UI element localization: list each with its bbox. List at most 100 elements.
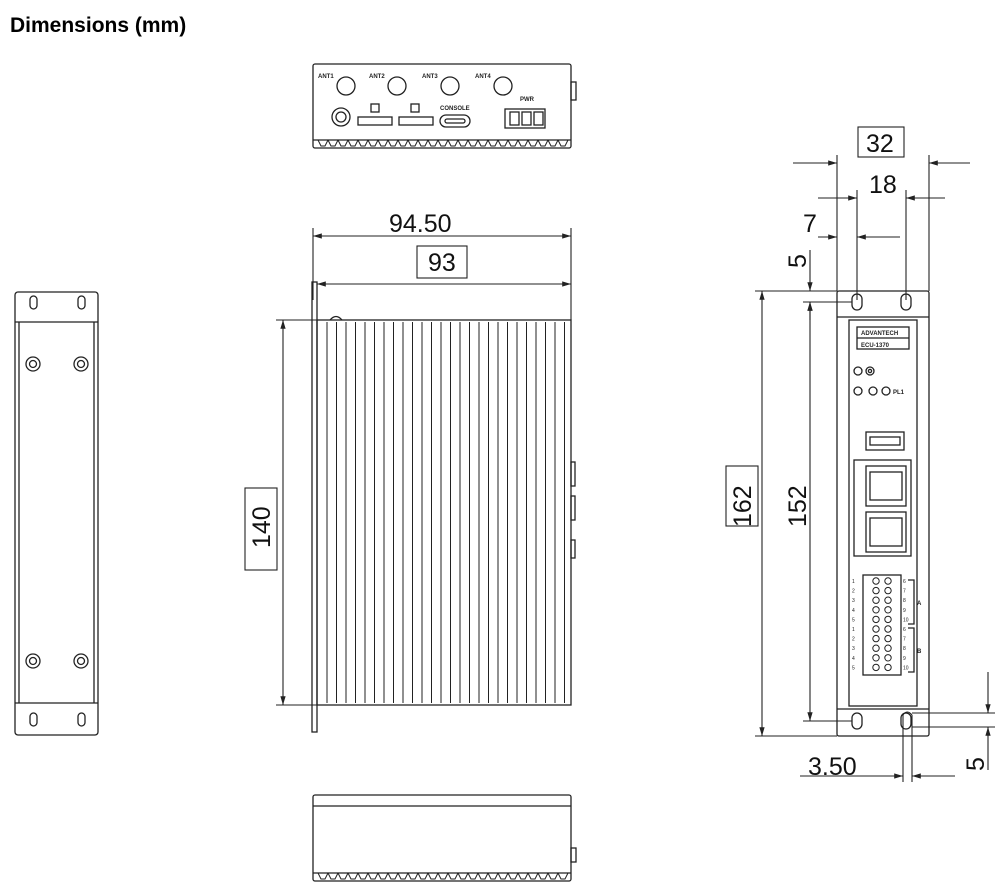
- terminal-pin: [872, 577, 880, 585]
- notch: [417, 139, 429, 147]
- antenna-label: ANT2: [369, 74, 385, 80]
- notch: [327, 139, 339, 147]
- notch: [557, 139, 569, 147]
- notch: [317, 872, 329, 880]
- dimension-labels: 94.50 93 140 162 152 5 32 18 7 3.50 5: [248, 130, 990, 781]
- dim-width-outer: 94.50: [389, 210, 452, 238]
- notch: [467, 872, 479, 880]
- notch: [397, 139, 409, 147]
- notch: [507, 139, 519, 147]
- dim-bracket-thickness: 3.50: [808, 753, 857, 781]
- terminal-label: 10: [903, 665, 909, 671]
- terminal-pin: [872, 634, 880, 643]
- notch: [377, 872, 389, 880]
- terminal-pin: [884, 654, 892, 662]
- antenna-label: ANT1: [318, 74, 334, 80]
- terminal-label: 5: [852, 617, 855, 623]
- notch: [527, 139, 539, 147]
- notch: [457, 139, 469, 147]
- dimension-lines: [276, 155, 995, 782]
- terminal-pin: [872, 615, 880, 624]
- terminal-pin: [884, 663, 892, 672]
- terminal-pin: [872, 654, 880, 662]
- notch: [497, 139, 509, 147]
- terminal-pin: [872, 606, 880, 614]
- notch: [407, 139, 419, 147]
- terminal-label: 4: [852, 656, 855, 662]
- dim-hole-spacing: 18: [869, 171, 897, 199]
- dim-hole-offset: 7: [803, 210, 817, 238]
- notch: [447, 139, 459, 147]
- notch: [437, 139, 449, 147]
- terminal-pin: [884, 596, 892, 604]
- terminal-pin: [884, 577, 892, 585]
- dim-hole-pitch: 152: [784, 485, 812, 527]
- notch: [517, 139, 529, 147]
- notch: [337, 139, 349, 147]
- notch: [317, 139, 329, 147]
- notch: [547, 872, 559, 880]
- notch: [467, 139, 479, 147]
- terminal-pin: [872, 586, 880, 595]
- dimension-boxes: [244, 126, 905, 571]
- terminal-pin: [884, 625, 892, 633]
- terminal-pin: [884, 644, 892, 652]
- fin-notches: [317, 139, 569, 147]
- front-panel-view: [312, 63, 577, 149]
- notch: [427, 872, 439, 880]
- terminal-label: 10: [903, 617, 909, 623]
- dim-top-margin: 5: [784, 254, 812, 268]
- dim-bottom-margin: 5: [962, 757, 990, 771]
- terminal-pin: [872, 644, 880, 652]
- notch: [367, 872, 379, 880]
- notch: [367, 139, 379, 147]
- terminal-label: 3: [852, 598, 855, 604]
- antenna-label: ANT3: [422, 74, 438, 80]
- dim-height-total: 162: [729, 485, 757, 527]
- terminal-pins: [872, 577, 892, 672]
- notch: [407, 872, 419, 880]
- fin-notches: [317, 872, 569, 880]
- front-panel-labels: ANT1 ANT2 ANT3 ANT4 CONSOLE PWR: [318, 74, 535, 112]
- terminal-label: 2: [852, 589, 855, 595]
- group-b-label: B: [917, 649, 922, 655]
- terminal-pin: [872, 663, 880, 672]
- terminal-label: 2: [852, 637, 855, 643]
- model-label: ECU-1370: [861, 343, 890, 349]
- screw-icon: [25, 356, 89, 669]
- rear-panel-view: [312, 794, 577, 882]
- power-label: PWR: [520, 97, 535, 103]
- terminal-label: 7: [903, 637, 906, 643]
- notch: [487, 139, 499, 147]
- terminal-pin: [884, 586, 892, 595]
- brand-label: ADVANTECH: [861, 331, 898, 337]
- terminal-pin: [884, 606, 892, 614]
- notch: [477, 139, 489, 147]
- page-title: Dimensions (mm): [10, 14, 187, 37]
- notch: [487, 872, 499, 880]
- terminal-pin: [872, 625, 880, 633]
- group-a-label: A: [917, 601, 922, 607]
- terminal-label: 3: [852, 646, 855, 652]
- side-view: [836, 290, 930, 737]
- antenna-label: ANT4: [475, 74, 491, 80]
- terminal-label: 9: [903, 608, 906, 614]
- notch: [527, 872, 539, 880]
- notch: [387, 139, 399, 147]
- notch: [537, 872, 549, 880]
- notch: [397, 872, 409, 880]
- notch: [357, 139, 369, 147]
- notch: [517, 872, 529, 880]
- terminal-label: 8: [903, 646, 906, 652]
- terminal-pin: [884, 634, 892, 643]
- notch: [547, 139, 559, 147]
- dim-height-body: 140: [248, 506, 276, 548]
- terminal-label: 9: [903, 656, 906, 662]
- notch: [427, 139, 439, 147]
- terminal-label: 7: [903, 589, 906, 595]
- notch: [437, 872, 449, 880]
- notch: [327, 872, 339, 880]
- dim-width-body: 93: [428, 249, 456, 277]
